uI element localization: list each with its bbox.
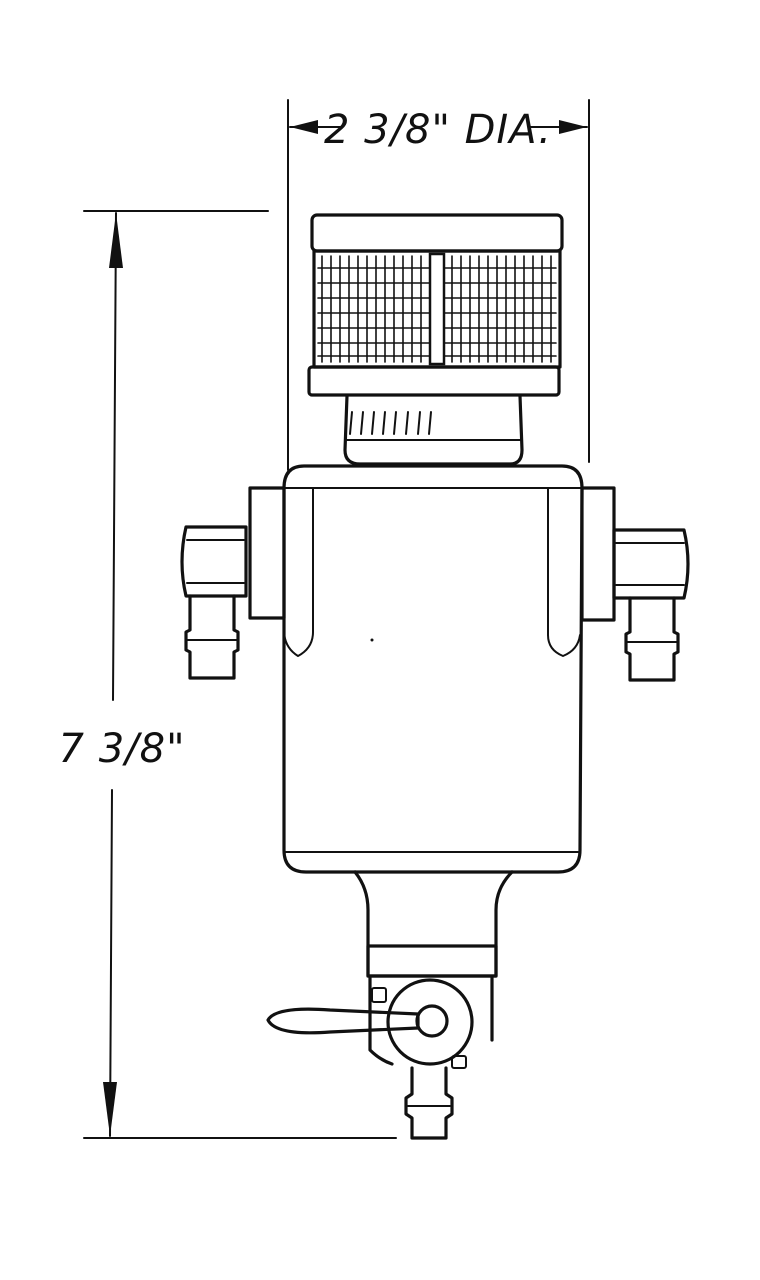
- breather-filter: [307, 213, 564, 466]
- right-outlet-assembly: [547, 486, 690, 682]
- left-inlet-assembly: [180, 486, 314, 680]
- drain-valve-stem: [415, 1004, 449, 1038]
- valve-screw-lower: [451, 1055, 467, 1069]
- height-arrow-top: [109, 213, 123, 268]
- left-bracket-clip: [283, 487, 314, 657]
- height-dimension: 7 3/8": [59, 210, 397, 1139]
- drain-valve-handle: [266, 1007, 420, 1035]
- height-dimension-line-upper: [112, 212, 117, 701]
- filter-neck: [343, 394, 524, 466]
- left-bracket: [248, 486, 286, 620]
- filter-center-rib: [428, 252, 446, 366]
- lower-reservoir: [353, 870, 514, 978]
- left-elbow-fitting: [180, 525, 248, 598]
- canister-mark: [370, 638, 374, 642]
- reservoir-band: [366, 944, 498, 978]
- height-label: 7 3/8": [59, 726, 186, 772]
- filter-top-cap: [310, 213, 564, 253]
- right-bracket-clip: [547, 487, 583, 657]
- right-bracket: [580, 486, 616, 622]
- left-hose-barb: [184, 594, 240, 680]
- valve-screw-upper: [371, 987, 387, 1003]
- drain-hose-barb: [404, 1066, 454, 1140]
- canister-outline: [282, 464, 584, 874]
- diameter-dimension: 2 3/8" DIA.: [287, 99, 590, 471]
- height-dimension-line-lower: [109, 789, 113, 1137]
- valve-body-sides: [368, 976, 494, 1066]
- height-arrow-bottom: [103, 1082, 117, 1136]
- drain-assembly: [266, 870, 514, 1140]
- drain-valve-body: [386, 978, 474, 1066]
- filter-bottom-cap: [307, 365, 561, 397]
- right-elbow-fitting: [612, 528, 690, 600]
- right-hose-barb: [624, 596, 680, 682]
- diameter-arrow-left: [290, 120, 318, 134]
- canister-body: [282, 464, 584, 874]
- neck-threads: [349, 411, 432, 435]
- diameter-arrow-right: [559, 120, 587, 134]
- diameter-label: 2 3/8" DIA.: [324, 107, 552, 153]
